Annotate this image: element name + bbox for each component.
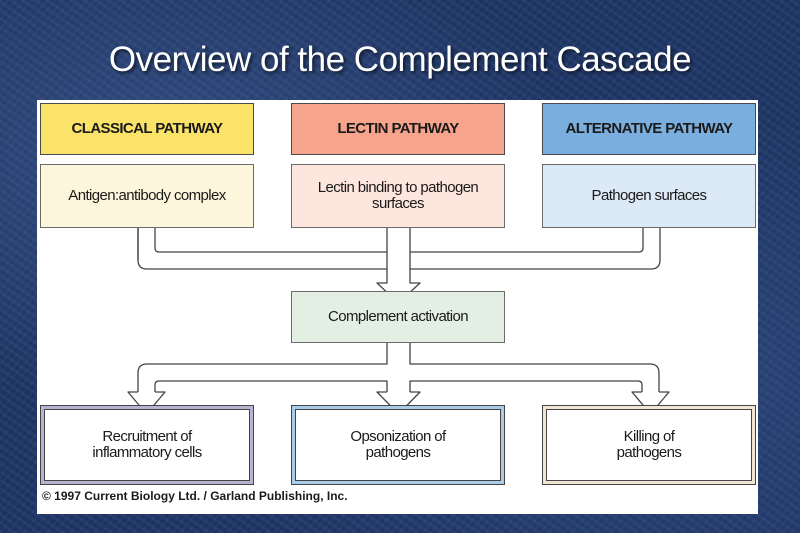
complement-activation-box: Complement activation [291, 291, 505, 343]
merge-arrow [137, 228, 661, 270]
outcome-opsonization-label: Opsonization of pathogens [295, 409, 501, 481]
split-arrow [137, 343, 660, 392]
lectin-pathway-header: LECTIN PATHWAY [291, 103, 505, 155]
classical-pathway-trigger: Antigen:antibody complex [40, 164, 254, 228]
outcome-killing-box: Killing of pathogens [542, 405, 756, 485]
outcome-killing-label: Killing of pathogens [546, 409, 752, 481]
merge-arrow-outer [137, 228, 644, 260]
alternative-pathway-trigger: Pathogen surfaces [542, 164, 756, 228]
outcome-recruitment-box: Recruitment of inflammatory cells [40, 405, 254, 485]
classical-pathway-header: CLASSICAL PATHWAY [40, 103, 254, 155]
lectin-pathway-trigger: Lectin binding to pathogen surfaces [291, 164, 505, 228]
alternative-pathway-header: ALTERNATIVE PATHWAY [542, 103, 756, 155]
outcome-opsonization-box: Opsonization of pathogens [291, 405, 505, 485]
copyright-notice: © 1997 Current Biology Ltd. / Garland Pu… [42, 489, 348, 503]
slide-title: Overview of the Complement Cascade [108, 40, 692, 79]
diagram-panel: CLASSICAL PATHWAY LECTIN PATHWAY ALTERNA… [37, 100, 758, 514]
connector-arrows [127, 228, 670, 415]
outcome-recruitment-label: Recruitment of inflammatory cells [44, 409, 250, 481]
